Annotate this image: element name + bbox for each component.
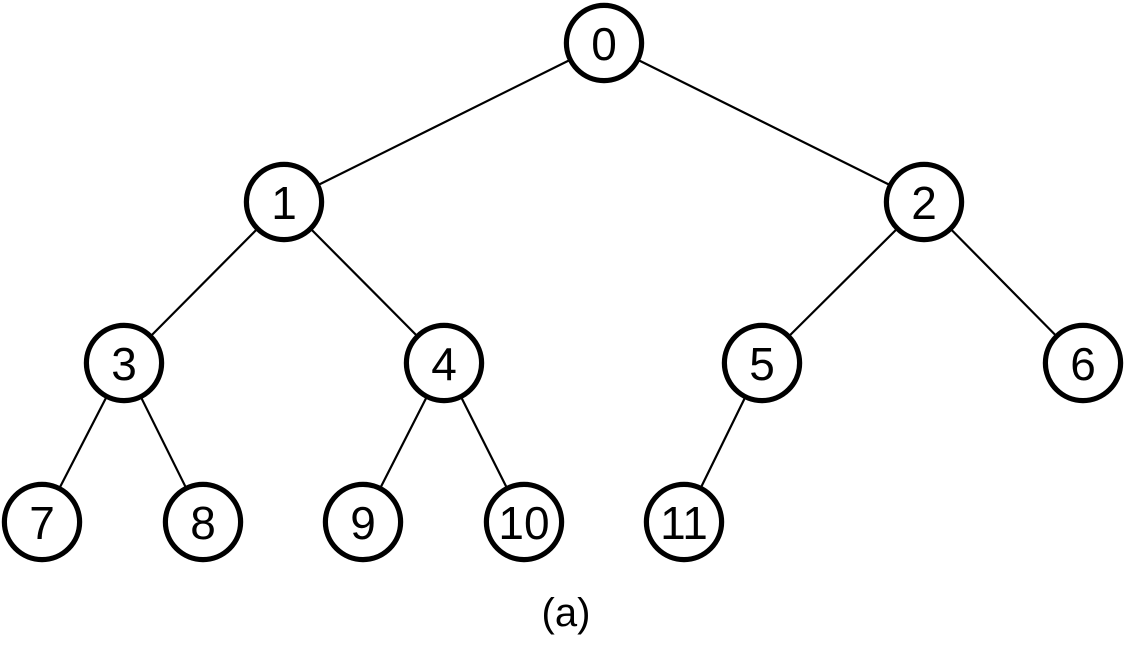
tree-node-label-3: 3 <box>111 338 137 390</box>
tree-edge-4-10 <box>460 396 508 489</box>
tree-node-3[interactable]: 3 <box>83 322 165 404</box>
tree-node-10[interactable]: 10 <box>483 481 565 563</box>
tree-node-circle-3[interactable] <box>83 322 165 404</box>
tree-node-label-2: 2 <box>911 177 937 229</box>
tree-node-circle-11[interactable] <box>643 481 725 563</box>
figure-caption: (a) <box>542 591 591 635</box>
tree-node-6[interactable]: 6 <box>1042 322 1124 404</box>
tree-node-9[interactable]: 9 <box>322 481 404 563</box>
tree-node-label-11: 11 <box>660 497 708 549</box>
tree-node-label-6: 6 <box>1070 338 1096 390</box>
tree-edge-0-1 <box>317 59 571 186</box>
node-layer: 0 1 2 3 4 5 6 7 8 9 10 11 <box>1 2 1124 563</box>
tree-node-circle-5[interactable] <box>721 322 803 404</box>
tree-node-circle-0[interactable] <box>563 2 645 84</box>
tree-node-circle-7[interactable] <box>1 481 83 563</box>
tree-node-circle-6[interactable] <box>1042 322 1124 404</box>
tree-node-label-10: 10 <box>498 497 549 549</box>
tree-node-label-1: 1 <box>271 177 297 229</box>
tree-node-8[interactable]: 8 <box>162 481 244 563</box>
tree-edge-0-2 <box>637 59 891 186</box>
tree-edge-2-6 <box>950 228 1057 337</box>
tree-node-circle-10[interactable] <box>483 481 565 563</box>
tree-node-7[interactable]: 7 <box>1 481 83 563</box>
tree-edge-4-9 <box>379 396 428 489</box>
tree-node-label-0: 0 <box>591 18 617 70</box>
tree-node-circle-1[interactable] <box>243 161 325 243</box>
tree-node-4[interactable]: 4 <box>403 322 485 404</box>
tree-node-label-8: 8 <box>190 497 216 549</box>
tree-node-circle-9[interactable] <box>322 481 404 563</box>
tree-edge-3-7 <box>58 396 108 489</box>
tree-edge-1-3 <box>150 228 258 337</box>
tree-edge-2-5 <box>788 228 898 337</box>
tree-edge-5-11 <box>700 396 746 489</box>
tree-node-circle-2[interactable] <box>883 161 965 243</box>
tree-node-2[interactable]: 2 <box>883 161 965 243</box>
tree-node-label-9: 9 <box>350 497 376 549</box>
tree-node-5[interactable]: 5 <box>721 322 803 404</box>
tree-node-label-5: 5 <box>749 338 775 390</box>
tree-node-1[interactable]: 1 <box>243 161 325 243</box>
tree-node-label-4: 4 <box>431 338 457 390</box>
tree-edge-1-4 <box>310 228 418 337</box>
tree-edge-3-8 <box>140 396 187 489</box>
tree-node-circle-4[interactable] <box>403 322 485 404</box>
tree-node-label-7: 7 <box>29 497 55 549</box>
tree-node-11[interactable]: 11 <box>643 481 725 563</box>
tree-node-circle-8[interactable] <box>162 481 244 563</box>
tree-node-0[interactable]: 0 <box>563 2 645 84</box>
edge-layer <box>58 59 1057 489</box>
